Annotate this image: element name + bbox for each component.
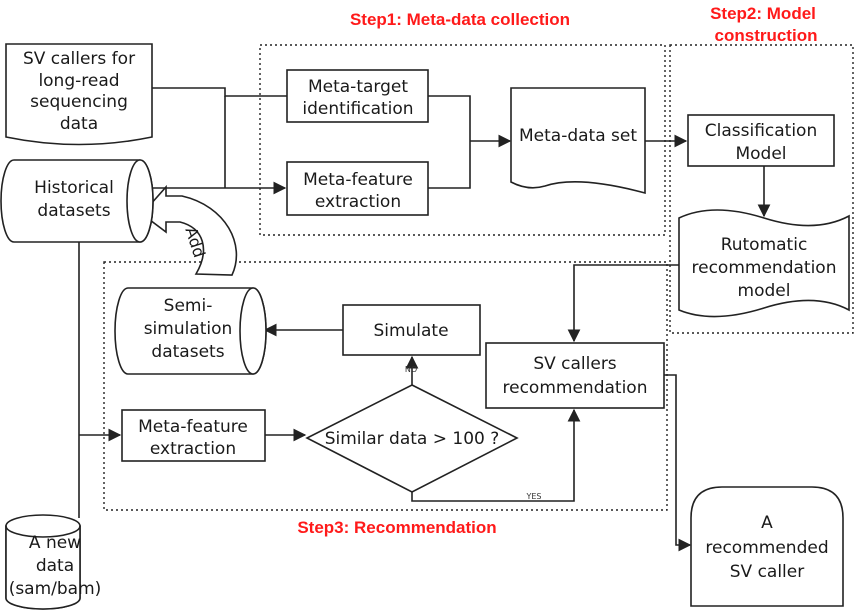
svg-text:(sam/bam): (sam/bam) [9, 579, 102, 599]
svg-text:recommended: recommended [705, 538, 828, 558]
step2-title-line2: construction [715, 26, 818, 45]
svg-text:identification: identification [302, 99, 413, 119]
semi-simulation-datasets-node: Semi- simulation datasets [114, 287, 267, 375]
rutomatic-model-node: Rutomatic recommendation model [678, 209, 850, 318]
yes-label: YES [525, 492, 541, 501]
svg-text:Rutomatic: Rutomatic [721, 235, 808, 255]
new-data-node: A new data (sam/bam) [5, 514, 102, 610]
svg-text:recommendation: recommendation [503, 378, 648, 398]
meta-target-node: Meta-target identification [286, 69, 429, 123]
svg-text:Meta-feature: Meta-feature [303, 170, 413, 190]
svg-text:SV callers for: SV callers for [23, 49, 135, 69]
sv-callers-recommendation-node: SV callers recommendation [485, 342, 665, 409]
meta-data-set-node: Meta-data set [510, 87, 646, 195]
step2-region [669, 44, 854, 334]
similar-data-decision-node: Similar data > 100 ? [305, 384, 519, 493]
step3-title: Step3: Recommendation [297, 518, 496, 537]
svg-text:Meta-data set: Meta-data set [519, 126, 637, 146]
svg-text:Meta-feature: Meta-feature [138, 417, 248, 437]
historical-datasets-node: Historical datasets [0, 159, 154, 243]
svg-text:Similar data > 100 ?: Similar data > 100 ? [325, 429, 500, 449]
svg-text:extraction: extraction [315, 192, 401, 212]
svg-text:extraction: extraction [150, 439, 236, 459]
no-label: NO [405, 365, 417, 374]
svg-text:Semi-: Semi- [164, 296, 213, 316]
svg-text:model: model [738, 281, 791, 301]
meta-feature-extraction-2-node: Meta-feature extraction [121, 409, 266, 462]
step1-title: Step1: Meta-data collection [350, 10, 570, 29]
svg-text:recommendation: recommendation [692, 258, 837, 278]
sv-callers-node: SV callers for long-read sequencing data [5, 43, 153, 146]
svg-text:A: A [761, 513, 773, 533]
svg-text:Meta-target: Meta-target [308, 77, 408, 97]
simulate-node: Simulate [342, 304, 481, 356]
svg-text:datasets: datasets [37, 201, 110, 221]
svg-text:long-read: long-read [38, 71, 119, 91]
svg-text:SV callers: SV callers [533, 354, 616, 374]
meta-feature-extraction-1-node: Meta-feature extraction [286, 161, 429, 216]
step1-region [259, 44, 666, 236]
step2-title-line1: Step2: Model [710, 4, 816, 23]
classification-model-node: Classification Model [687, 114, 835, 167]
svg-text:SV caller: SV caller [730, 562, 804, 582]
svg-text:Simulate: Simulate [373, 321, 448, 341]
svg-text:Classification: Classification [705, 121, 817, 141]
svg-text:datasets: datasets [151, 342, 224, 362]
connectors [78, 87, 771, 552]
recommended-sv-caller-node: A recommended SV caller [690, 486, 844, 607]
svg-text:Model: Model [735, 144, 786, 164]
svg-text:simulation: simulation [144, 319, 233, 339]
svg-text:data: data [60, 114, 98, 134]
svg-text:sequencing: sequencing [30, 92, 128, 112]
step3-region [103, 261, 668, 511]
svg-text:Historical: Historical [34, 178, 114, 198]
svg-text:A new: A new [29, 533, 81, 553]
svg-text:data: data [36, 556, 74, 576]
